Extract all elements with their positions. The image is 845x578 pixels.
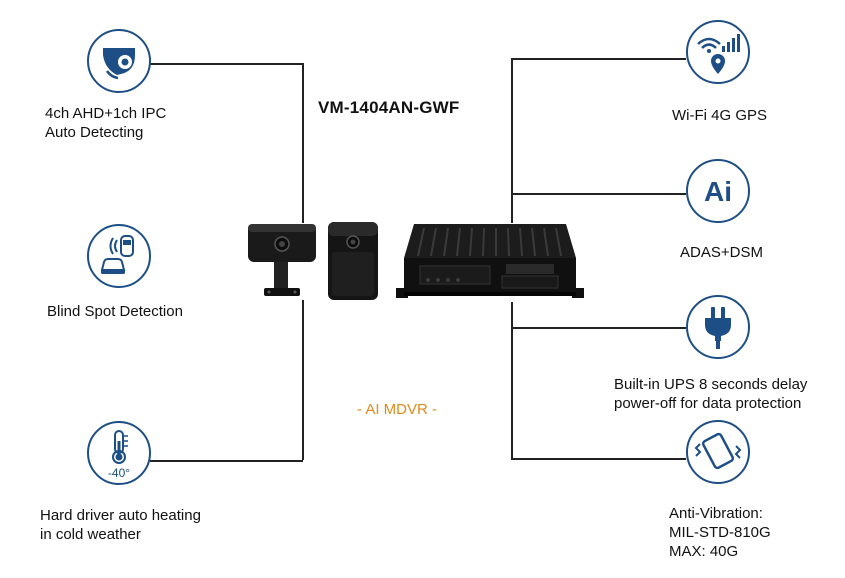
blind-spot-icon bbox=[87, 224, 151, 288]
feature-label-camera: 4ch AHD+1ch IPC Auto Detecting bbox=[45, 104, 166, 142]
feature-label-anti-vibration: Anti-Vibration: MIL-STD-810G MAX: 40G bbox=[669, 504, 771, 561]
feature-label-heating-line1: Hard driver auto heating bbox=[40, 507, 201, 524]
connector-left-top-v bbox=[302, 63, 304, 223]
connector-left-top-h bbox=[150, 63, 303, 65]
camera-icon bbox=[87, 29, 151, 93]
mdvr-unit-image bbox=[396, 224, 584, 298]
ai-icon: Ai bbox=[686, 159, 750, 223]
product-subtitle: - AI MDVR - bbox=[357, 401, 438, 418]
feature-label-anti-vibration-line3: MAX: 40G bbox=[669, 543, 739, 560]
product-title: VM-1404AN-GWF bbox=[318, 98, 460, 117]
ai-icon-text: Ai bbox=[704, 176, 732, 207]
dashcam-image bbox=[248, 224, 316, 296]
connector-right-vib-h bbox=[511, 458, 686, 460]
wifi-signal-gps-icon bbox=[686, 20, 750, 84]
driver-camera-image bbox=[328, 222, 378, 300]
feature-label-anti-vibration-line2: MIL-STD-810G bbox=[669, 524, 771, 541]
connector-right-v-top bbox=[511, 58, 513, 223]
feature-label-heating-line2: in cold weather bbox=[40, 526, 141, 543]
feature-label-adas-dsm: ADAS+DSM bbox=[680, 244, 763, 261]
connector-left-bottom-v bbox=[302, 300, 304, 460]
plug-icon bbox=[686, 295, 750, 359]
feature-label-anti-vibration-line1: Anti-Vibration: bbox=[669, 505, 763, 522]
feature-label-camera-line1: 4ch AHD+1ch IPC bbox=[45, 105, 167, 122]
thermometer-icon: -40° bbox=[87, 421, 151, 485]
feature-label-wifi-4g-gps: Wi-Fi 4G GPS bbox=[672, 107, 768, 124]
connector-left-bottom-h bbox=[150, 460, 303, 462]
feature-label-camera-line2: Auto Detecting bbox=[45, 124, 144, 141]
feature-label-heating: Hard driver auto heating in cold weather bbox=[40, 506, 201, 544]
thermometer-value: -40° bbox=[108, 466, 130, 480]
feature-label-blind-spot: Blind Spot Detection bbox=[47, 303, 183, 320]
feature-label-ups-line1: Built-in UPS 8 seconds delay bbox=[614, 376, 808, 393]
connector-right-ups-h bbox=[511, 327, 686, 329]
connector-right-ai-h bbox=[511, 193, 686, 195]
connector-right-v-bottom bbox=[511, 302, 513, 459]
vibrating-phone-icon bbox=[686, 420, 750, 484]
feature-label-ups-line2: power-off for data protection bbox=[614, 395, 802, 412]
feature-label-ups: Built-in UPS 8 seconds delay power-off f… bbox=[614, 375, 807, 413]
connector-right-wifi-h bbox=[511, 58, 686, 60]
